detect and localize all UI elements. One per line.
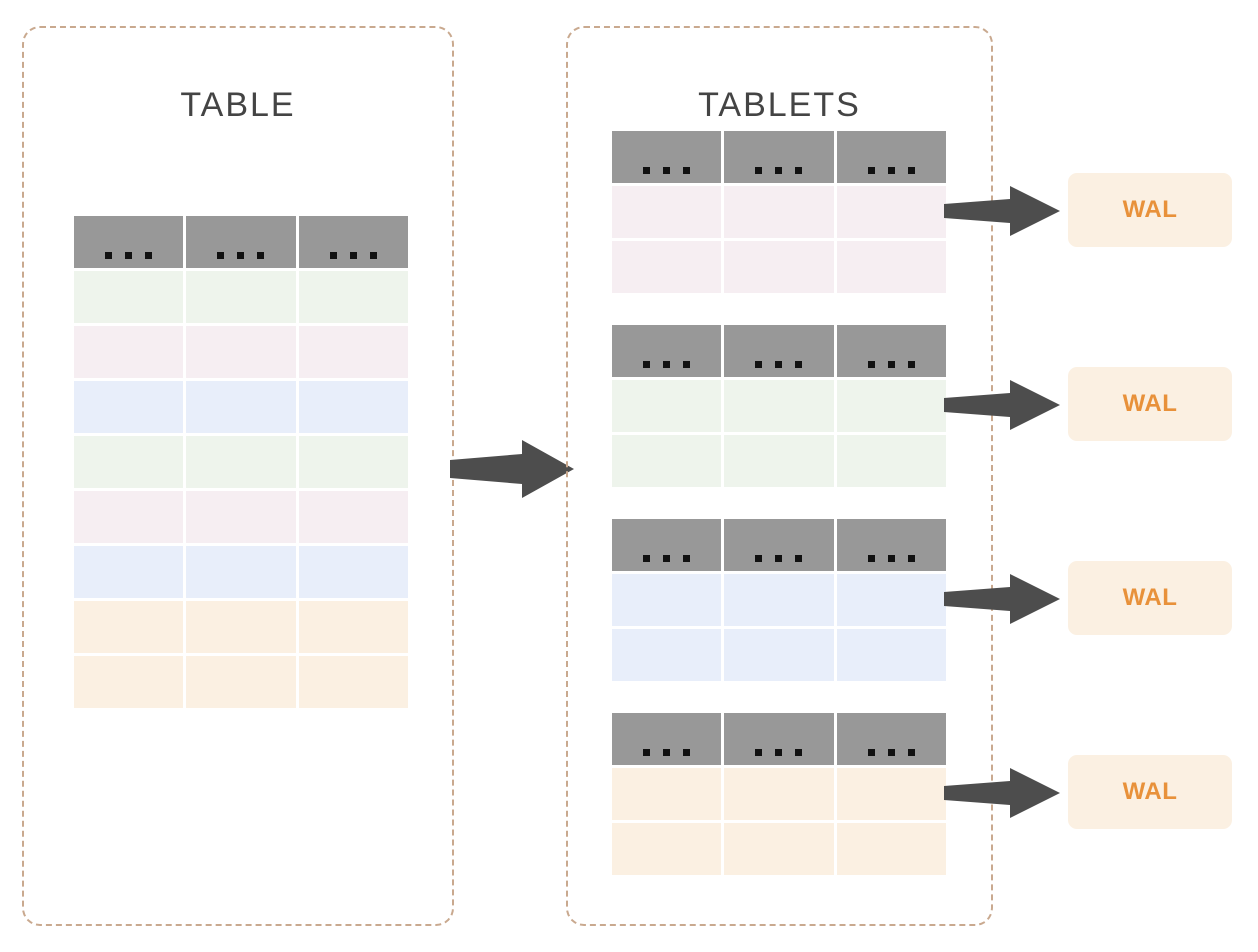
tablet-to-wal-arrow-icon-3 <box>944 574 1060 624</box>
ellipsis-icon <box>867 167 915 174</box>
tablet-to-wal-arrow-icon-4 <box>944 768 1060 818</box>
tablet-row <box>612 823 722 875</box>
table-row <box>186 381 296 433</box>
tablet-row <box>724 574 834 626</box>
tablet-row <box>836 823 946 875</box>
table-row <box>298 601 408 653</box>
table-row <box>186 601 296 653</box>
table-row <box>186 436 296 488</box>
tablet-header-cell <box>836 519 946 571</box>
ellipsis-icon <box>329 252 377 259</box>
tablet-row <box>836 629 946 681</box>
tablet-grid-2 <box>612 325 946 487</box>
tablet-row <box>612 186 722 238</box>
tablet-grid-1 <box>612 131 946 293</box>
tablet-row <box>724 768 834 820</box>
tablet-row <box>724 823 834 875</box>
tablet-row <box>612 241 722 293</box>
ellipsis-icon <box>643 555 691 562</box>
ellipsis-icon <box>867 749 915 756</box>
table-header-cell <box>186 216 296 268</box>
ellipsis-icon <box>755 167 803 174</box>
tablet-grid-4 <box>612 713 946 875</box>
tablet-header-cell <box>836 131 946 183</box>
ellipsis-icon <box>867 555 915 562</box>
ellipsis-icon <box>755 749 803 756</box>
wal-label: WAL <box>1122 584 1178 611</box>
tablet-row <box>612 435 722 487</box>
tablet-row <box>724 380 834 432</box>
tablet-header-cell <box>724 519 834 571</box>
table-row <box>298 436 408 488</box>
table-row <box>74 326 184 378</box>
tablet-to-wal-arrow-icon-2 <box>944 380 1060 430</box>
tablet-row <box>612 768 722 820</box>
tablet-header-cell <box>612 131 722 183</box>
table-row <box>298 271 408 323</box>
tablet-grid-3 <box>612 519 946 681</box>
tablet-row <box>724 186 834 238</box>
wal-box-3: WAL <box>1068 561 1232 635</box>
tablet-header-cell <box>612 325 722 377</box>
ellipsis-icon <box>643 749 691 756</box>
table-row <box>74 546 184 598</box>
table-header-cell <box>298 216 408 268</box>
ellipsis-icon <box>755 361 803 368</box>
main-table-grid <box>74 216 408 708</box>
table-row <box>298 326 408 378</box>
table-row <box>298 381 408 433</box>
table-row <box>74 436 184 488</box>
tablet-header-cell <box>724 713 834 765</box>
tablet-header-cell <box>836 325 946 377</box>
wal-box-1: WAL <box>1068 173 1232 247</box>
table-to-tablets-arrow-icon <box>450 440 574 498</box>
table-row <box>186 491 296 543</box>
table-header-cell <box>74 216 184 268</box>
table-row <box>74 381 184 433</box>
tablet-row <box>724 241 834 293</box>
tablet-row <box>836 380 946 432</box>
table-row <box>186 656 296 708</box>
wal-label: WAL <box>1122 196 1178 223</box>
ellipsis-icon <box>755 555 803 562</box>
wal-box-2: WAL <box>1068 367 1232 441</box>
tablet-row <box>724 435 834 487</box>
tablet-to-wal-arrow-icon-1 <box>944 186 1060 236</box>
wal-box-4: WAL <box>1068 755 1232 829</box>
tablet-row <box>836 241 946 293</box>
tablet-header-cell <box>612 519 722 571</box>
tablet-row <box>612 574 722 626</box>
ellipsis-icon <box>867 361 915 368</box>
tablet-row <box>724 629 834 681</box>
ellipsis-icon <box>217 252 265 259</box>
table-row <box>298 546 408 598</box>
tablet-row <box>836 435 946 487</box>
tablet-header-cell <box>612 713 722 765</box>
table-row <box>74 656 184 708</box>
tablet-row <box>836 768 946 820</box>
table-title: TABLE <box>180 86 296 124</box>
tablet-row <box>612 629 722 681</box>
tablet-header-cell <box>724 131 834 183</box>
wal-label: WAL <box>1122 778 1178 805</box>
tablets-container: TABLETS <box>566 26 993 926</box>
tablet-row <box>612 380 722 432</box>
ellipsis-icon <box>643 361 691 368</box>
ellipsis-icon <box>643 167 691 174</box>
table-row <box>298 656 408 708</box>
table-row <box>74 491 184 543</box>
tablets-title: TABLETS <box>698 86 861 124</box>
table-row <box>186 546 296 598</box>
table-row <box>74 601 184 653</box>
tablet-row <box>836 574 946 626</box>
table-row <box>186 271 296 323</box>
ellipsis-icon <box>105 252 153 259</box>
table-row <box>298 491 408 543</box>
tablet-row <box>836 186 946 238</box>
tablet-header-cell <box>724 325 834 377</box>
table-row <box>186 326 296 378</box>
table-row <box>74 271 184 323</box>
wal-label: WAL <box>1122 390 1178 417</box>
tablet-header-cell <box>836 713 946 765</box>
